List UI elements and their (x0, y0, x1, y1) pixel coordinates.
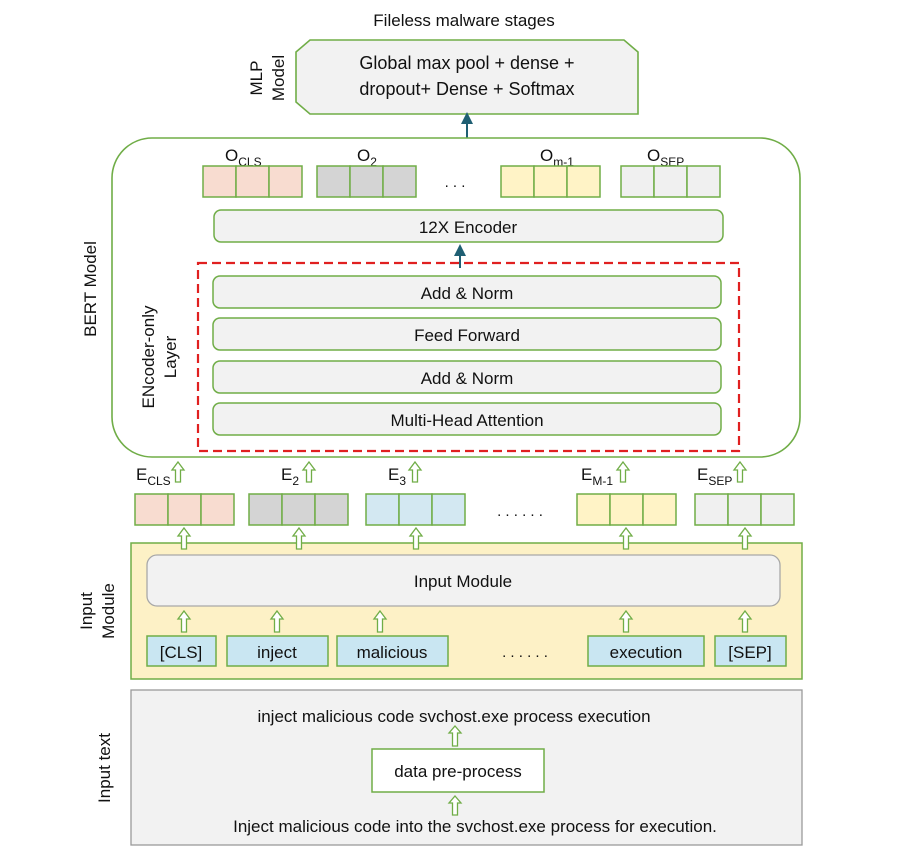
embedding-label-sep: ESEP (697, 465, 732, 488)
token-cls (146, 635, 217, 667)
layer-feed-forward (212, 317, 722, 351)
token-sep-label: [SEP] (728, 643, 771, 662)
bert-side-label: BERT Model (81, 241, 100, 337)
encoder-layer-label-line2: Layer (161, 335, 180, 378)
tokens-ellipsis: . . . . . . (502, 644, 548, 661)
embedding-3-up-arrow-icon (407, 460, 423, 483)
output-vector-2 (316, 165, 417, 198)
layer-add-norm-top-label: Add & Norm (421, 284, 514, 303)
token-malicious-up-arrow-icon (372, 609, 388, 633)
output-vector-cls (202, 165, 303, 198)
input-module-side-label-line2: Module (99, 583, 118, 639)
mlp-box-line2: dropout+ Dense + Softmax (359, 79, 574, 99)
mlp-side-label-line1: MLP (247, 61, 266, 96)
token-sep (714, 635, 787, 667)
token-cls-label: [CLS] (160, 643, 203, 662)
token-execution (587, 635, 705, 667)
mlp-side-label-line2: Model (269, 55, 288, 101)
embedding-m-1-up-arrow-icon (615, 460, 631, 483)
mlp-box (295, 39, 639, 115)
output-vector-sep (620, 165, 721, 198)
layer-multi-head-attention (212, 402, 722, 436)
outputs-ellipsis: . . . (445, 174, 466, 191)
embedding-vector-sep (694, 493, 795, 526)
token-cls-up-arrow-icon (176, 609, 192, 633)
processed-text: inject malicious code svchost.exe proces… (257, 707, 650, 726)
embedding-2-up-arrow-icon (301, 460, 317, 483)
embedding-label-2: E2 (281, 465, 299, 488)
embedding-sep-up-arrow-icon (732, 460, 748, 483)
module-to-emb-3-arrow-icon (408, 526, 424, 550)
token-inject (226, 635, 329, 667)
encoder-only-layer-box (196, 261, 741, 453)
encoder-layer-label-line1: ENcoder-only (139, 305, 158, 408)
token-inject-label: inject (257, 643, 297, 662)
raw-to-preprocess-up-arrow-icon (447, 795, 463, 816)
embedding-label-3: E3 (388, 465, 406, 488)
embedding-label-m-1: EM-1 (581, 465, 613, 488)
embedding-cls-up-arrow-icon (170, 460, 186, 483)
embeddings-ellipsis: . . . . . . (497, 503, 543, 520)
embedding-vector-3 (365, 493, 466, 526)
preprocess-label: data pre-process (394, 762, 522, 781)
token-execution-up-arrow-icon (618, 609, 634, 633)
token-sep-up-arrow-icon (737, 609, 753, 633)
embedding-label-cls: ECLS (136, 465, 171, 488)
layer-multi-head-attention-label: Multi-Head Attention (390, 411, 543, 430)
embedding-vector-m-1 (576, 493, 677, 526)
module-to-emb-cls-arrow-icon (176, 526, 192, 550)
layer-add-norm-top (212, 275, 722, 309)
token-inject-up-arrow-icon (269, 609, 285, 633)
encoder-stack-box (213, 209, 724, 243)
input-module-box (146, 554, 781, 607)
raw-text: Inject malicious code into the svchost.e… (233, 817, 717, 836)
module-to-emb-2-arrow-icon (291, 526, 307, 550)
input-module-side-label-line1: Input (77, 592, 96, 630)
input-text-side-label: Input text (95, 733, 114, 803)
diagram-title: Fileless malware stages (373, 11, 554, 30)
preprocess-box (371, 748, 545, 793)
layer-add-norm-bottom (212, 360, 722, 394)
mlp-side-label: MLP Model (247, 55, 288, 101)
token-malicious (336, 635, 449, 667)
output-label-2: O2 (357, 146, 377, 169)
module-to-emb-m-1-arrow-icon (618, 526, 634, 550)
layer-feed-forward-label: Feed Forward (414, 326, 520, 345)
embedding-vector-cls (134, 493, 235, 526)
mlp-box-line1: Global max pool + dense + (359, 53, 574, 73)
embedding-vector-2 (248, 493, 349, 526)
layer-add-norm-bottom-label: Add & Norm (421, 369, 514, 388)
token-execution-label: execution (610, 643, 683, 662)
token-malicious-label: malicious (357, 643, 428, 662)
output-vector-m-1 (500, 165, 601, 198)
preprocess-up-arrow-icon (447, 725, 463, 747)
encoder-stack-label: 12X Encoder (419, 218, 518, 237)
module-to-emb-sep-arrow-icon (737, 526, 753, 550)
input-module-box-label: Input Module (414, 572, 512, 591)
